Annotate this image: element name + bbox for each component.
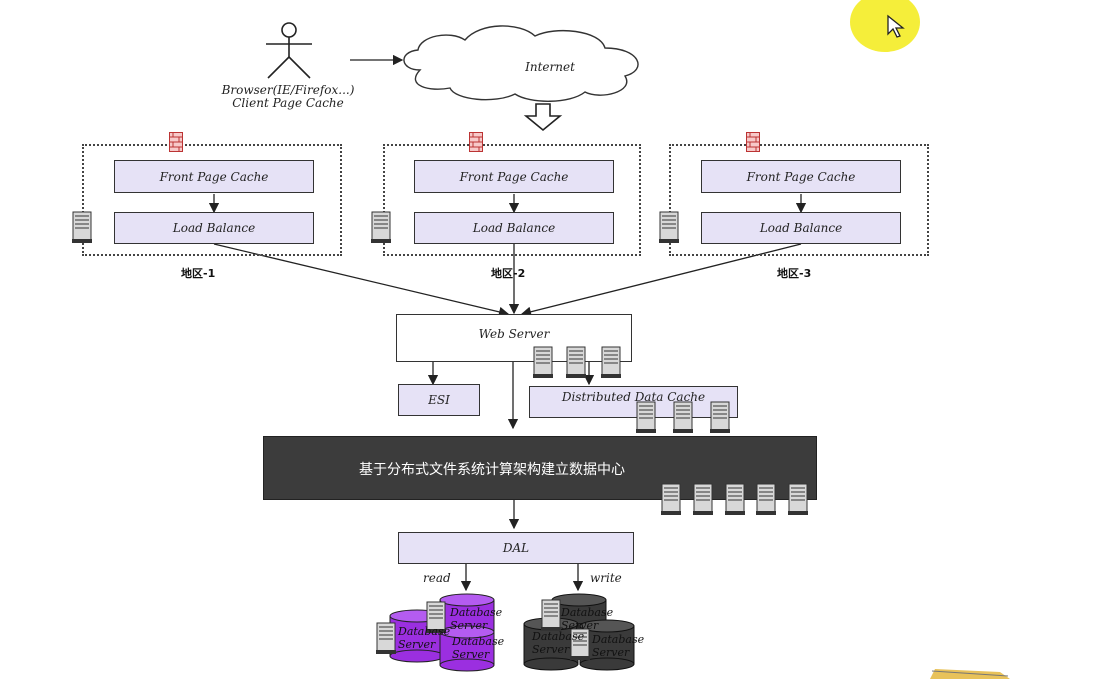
region-3-load-balance: Load Balance (701, 212, 901, 244)
server-icon (371, 211, 391, 243)
server-icon (566, 346, 586, 378)
region-2 (383, 144, 641, 256)
region-3-label: 地区-3 (777, 267, 812, 280)
region-2-front-page-cache: Front Page Cache (414, 160, 614, 193)
data-center-box: 基于分布式文件系统计算架构建立数据中心 (263, 436, 817, 500)
region-1-label: 地区-1 (181, 267, 216, 280)
web-server-box: Web Server (396, 314, 632, 362)
esi-box: ESI (398, 384, 480, 416)
internet-label: Internet (525, 60, 575, 74)
internet-down-arrow (523, 103, 563, 132)
server-icon (673, 401, 693, 433)
server-icon (693, 483, 713, 515)
firewall-icon (169, 132, 183, 152)
web-server-label: Web Server (478, 327, 550, 341)
region-1 (82, 144, 342, 256)
read-label: read (423, 571, 451, 585)
read-db-label: Database Server (398, 625, 451, 651)
server-icon (601, 346, 621, 378)
read-db-label: Database Server (452, 635, 505, 661)
server-icon (376, 622, 396, 654)
server-icon (661, 483, 681, 515)
server-icon (570, 628, 590, 660)
region-2-label: 地区-2 (491, 267, 526, 280)
server-icon (72, 211, 92, 243)
write-databases (523, 593, 635, 671)
server-icon (659, 211, 679, 243)
dal-box: DAL (398, 532, 634, 564)
firewall-icon (469, 132, 483, 152)
server-icon (725, 483, 745, 515)
region-3-front-page-cache: Front Page Cache (701, 160, 901, 193)
cursor-highlight (850, 0, 920, 52)
read-db-label: Database Server (450, 606, 503, 632)
firewall-icon (746, 132, 760, 152)
write-db-label: Database Server (561, 606, 614, 632)
pencil-icon (930, 669, 1010, 679)
client-label-line1: Browser(IE/Firefox...) (221, 83, 355, 97)
client-label-line2: Client Page Cache (232, 96, 344, 110)
write-db-label: Database Server (592, 633, 645, 659)
region-1-front-page-cache: Front Page Cache (114, 160, 314, 193)
write-db-label: Database Server (532, 630, 585, 656)
server-icon (533, 346, 553, 378)
region-1-load-balance: Load Balance (114, 212, 314, 244)
server-icon (710, 401, 730, 433)
distributed-data-cache-box: Distributed Data Cache (529, 386, 738, 418)
server-icon (756, 483, 776, 515)
region-3 (669, 144, 929, 256)
cursor-icon (887, 14, 905, 38)
write-label: write (590, 571, 622, 585)
server-icon (426, 601, 446, 633)
server-icon (541, 599, 561, 631)
client-label: Browser(IE/Firefox...) Client Page Cache (208, 84, 368, 110)
server-icon (788, 483, 808, 515)
internet-cloud (403, 25, 639, 102)
distributed-data-cache-label: Distributed Data Cache (561, 390, 706, 404)
region-2-load-balance: Load Balance (414, 212, 614, 244)
server-icon (636, 401, 656, 433)
user-figure-icon (266, 22, 312, 79)
data-center-label: 基于分布式文件系统计算架构建立数据中心 (359, 462, 625, 478)
